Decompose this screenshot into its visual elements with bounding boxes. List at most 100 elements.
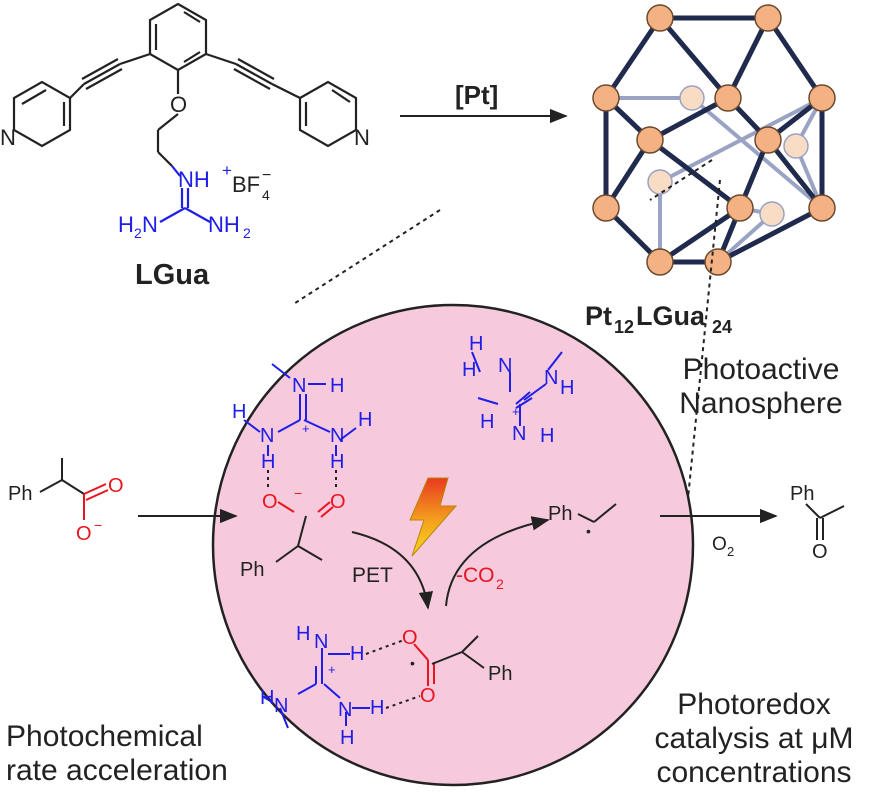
h-bonds-top bbox=[267, 470, 337, 490]
h-bonds-bottom bbox=[365, 639, 421, 709]
svg-text:H: H bbox=[480, 411, 494, 433]
svg-text:•: • bbox=[410, 655, 415, 671]
svg-text:H: H bbox=[260, 687, 274, 709]
bound-guanidinium-top-left bbox=[243, 363, 357, 456]
left-pyridine-n: N bbox=[0, 125, 16, 150]
cage-front-edge bbox=[648, 95, 730, 143]
svg-text:H: H bbox=[560, 377, 574, 399]
cage-front-edge bbox=[658, 205, 742, 265]
right-pyridine-n: N bbox=[354, 125, 370, 150]
cage-pt-node bbox=[592, 194, 620, 222]
cage-pt-node bbox=[808, 194, 836, 222]
svg-text:•: • bbox=[586, 523, 591, 539]
svg-text:O: O bbox=[108, 475, 124, 497]
svg-text:−: − bbox=[294, 485, 302, 501]
caption-photochemical-line1: Photochemical bbox=[6, 720, 203, 753]
cage-pt-node bbox=[636, 126, 664, 154]
bound-guanidinium-top-left-atoms: N H H N N H H H + bbox=[232, 375, 372, 473]
svg-text:N: N bbox=[338, 699, 352, 721]
cage-pt-node bbox=[754, 126, 782, 154]
cage-name-pt-sub: 12 bbox=[614, 317, 634, 337]
cage-front-edge bbox=[716, 205, 824, 265]
cage-front-edge bbox=[658, 16, 730, 100]
svg-text:Ph: Ph bbox=[488, 663, 512, 685]
counterion-charge: − bbox=[262, 167, 271, 184]
oxidant-sub: 2 bbox=[727, 544, 734, 559]
cage-back-node bbox=[679, 85, 705, 111]
caption-photochemical: Photochemical rate acceleration bbox=[6, 720, 268, 788]
cage-front-edge bbox=[766, 138, 824, 210]
svg-text:N: N bbox=[292, 375, 306, 397]
zoom-line-left bbox=[291, 209, 441, 306]
caption-photoredox-line1: Photoredox bbox=[677, 688, 831, 721]
cage-pt-node bbox=[646, 4, 674, 32]
caption-photoredox: Photoredox catalysis at μM concentration… bbox=[640, 688, 868, 790]
caption-photoactive-line1: Photoactive bbox=[682, 353, 840, 386]
ketone-product: Ph O bbox=[790, 483, 845, 563]
cage-name-lgua: LGua bbox=[636, 301, 706, 331]
bottom-guanidinium bbox=[261, 648, 370, 729]
co2-sub: 2 bbox=[496, 576, 504, 592]
svg-text:Ph: Ph bbox=[8, 483, 32, 505]
bottom-carboxyl-radical: O O • Ph bbox=[402, 627, 512, 707]
guanidine-group bbox=[159, 165, 211, 223]
cage-back-node bbox=[759, 201, 785, 227]
svg-text:H: H bbox=[330, 451, 344, 473]
svg-text:H: H bbox=[232, 401, 246, 423]
amine-left-n: N bbox=[142, 212, 158, 237]
svg-text:O: O bbox=[262, 491, 278, 513]
caption-photoactive: Photoactive Nanosphere bbox=[656, 353, 866, 421]
svg-text:+: + bbox=[512, 404, 520, 419]
svg-text:Ph: Ph bbox=[240, 559, 264, 581]
right-pyridine-ring bbox=[298, 80, 358, 148]
cage-back-edge bbox=[690, 96, 824, 210]
cage-back-node bbox=[783, 133, 809, 159]
cage-pt-node bbox=[592, 84, 620, 112]
caption-photoactive-line2: Nanosphere bbox=[679, 387, 843, 420]
svg-text:H: H bbox=[350, 643, 364, 665]
svg-text:N: N bbox=[544, 367, 558, 389]
svg-text:H: H bbox=[462, 359, 476, 381]
svg-text:N: N bbox=[498, 355, 512, 377]
cage-pt-node bbox=[726, 194, 754, 222]
decarboxylation-curved-arrow bbox=[445, 516, 550, 607]
svg-text:O: O bbox=[76, 523, 92, 545]
caption-photochemical-line2: rate acceleration bbox=[6, 754, 228, 787]
amine-right-nh: NH bbox=[208, 212, 240, 237]
svg-text:H: H bbox=[469, 333, 483, 355]
central-benzene-ring bbox=[148, 2, 208, 72]
radical-intermediate: Ph • bbox=[548, 503, 617, 539]
left-pyridine-ring bbox=[12, 80, 72, 148]
caption-photoredox-line2: catalysis at μM bbox=[654, 722, 854, 755]
svg-text:N: N bbox=[314, 631, 328, 653]
oxidant-label: O bbox=[712, 534, 727, 555]
svg-text:Ph: Ph bbox=[548, 503, 572, 525]
cage-pt-node bbox=[714, 84, 742, 112]
svg-text:H: H bbox=[540, 425, 554, 447]
svg-text:O: O bbox=[402, 627, 418, 649]
free-guanidinium-top-right-atoms: H N H N H N H H + bbox=[462, 333, 574, 447]
caption-photoredox-line3: concentrations bbox=[656, 756, 852, 789]
svg-text:O: O bbox=[812, 541, 828, 563]
cage-front-edge bbox=[725, 16, 771, 100]
bottom-guanidinium-atoms: N H H N N H H H + bbox=[260, 623, 384, 749]
svg-text:H: H bbox=[261, 451, 275, 473]
svg-text:+: + bbox=[328, 662, 336, 677]
pet-label: PET bbox=[352, 564, 393, 587]
free-guanidinium-top-right bbox=[471, 351, 563, 426]
guanidinium-nh: NH bbox=[178, 167, 210, 192]
ligand-structure bbox=[12, 2, 358, 167]
cage-name-lgua-sub: 24 bbox=[712, 317, 732, 337]
nanosphere-circle bbox=[211, 303, 695, 787]
ligand-name: LGua bbox=[135, 259, 210, 291]
svg-text:N: N bbox=[512, 423, 526, 445]
cage-back-node bbox=[647, 169, 673, 195]
cage-front-edge bbox=[765, 16, 825, 100]
ligand-labels: N N O NH + BF 4 − H 2 N NH 2 bbox=[0, 92, 370, 241]
cage-front-edge bbox=[603, 16, 663, 100]
bound-carboxylate: O O − Ph bbox=[240, 485, 346, 581]
svg-text:H: H bbox=[370, 697, 384, 719]
pet-curved-arrow bbox=[351, 531, 433, 610]
svg-text:N: N bbox=[274, 695, 288, 717]
